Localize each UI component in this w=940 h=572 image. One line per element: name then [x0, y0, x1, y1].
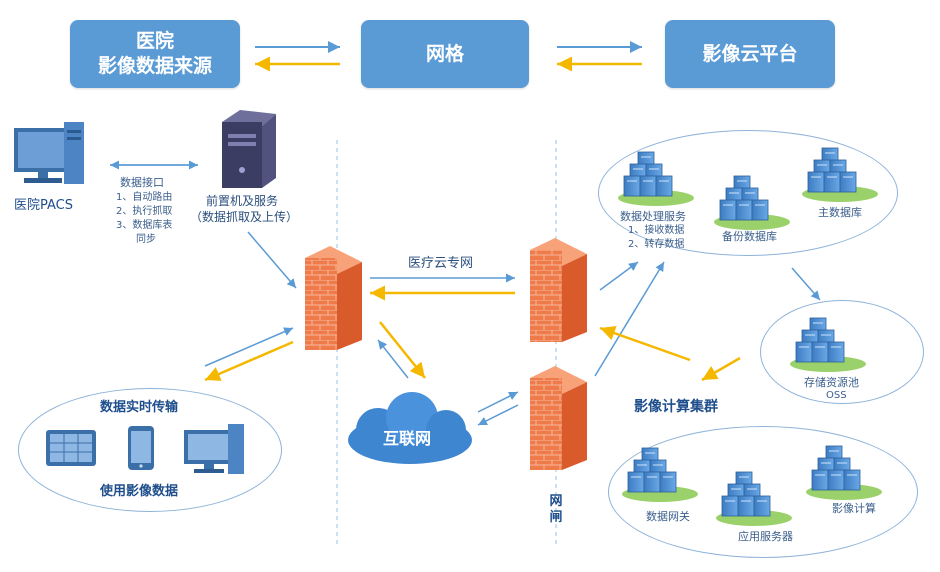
interface-title: 数据接口: [120, 176, 164, 189]
tablet-device-icon: [46, 430, 96, 466]
interface-item-2: 2、执行抓取: [116, 206, 173, 217]
arrow-devices-up: [204, 327, 294, 367]
gate-label: 网闸: [549, 494, 563, 525]
arrow-gate-to-services: [594, 261, 665, 377]
server-stack-main-db-icon: [802, 147, 878, 202]
pacs-label: 医院PACS: [14, 198, 74, 213]
arrow-to-data-services: [599, 261, 639, 291]
header-source-box: 医院 影像数据来源: [70, 20, 240, 88]
header-source-line1: 医院: [135, 30, 174, 52]
server-stack-data-service-icon: [618, 151, 694, 206]
header-source-line2: 影像数据来源: [97, 55, 212, 77]
header-grid-text: 网格: [425, 42, 464, 65]
front-server-label-1: 前置机及服务: [206, 194, 279, 208]
front-server-icon: [222, 110, 276, 188]
header-cloud-box: 影像云平台: [665, 20, 835, 88]
image-compute-label: 影像计算: [832, 502, 876, 515]
server-stack-backup-db-icon: [714, 175, 790, 230]
server-stack-app-server-icon: [716, 471, 792, 526]
phone-device-icon: [128, 426, 154, 470]
desktop-device-icon: [184, 424, 244, 474]
firewall-left-icon: [305, 246, 362, 350]
front-server-label-2: （数据抓取及上传）: [190, 210, 299, 224]
header-grid-box: 网格: [361, 20, 529, 88]
arrow-server-firewall: [247, 231, 297, 289]
arrow-storage-to-cluster: [701, 356, 741, 382]
data-gateway-label: 数据网关: [646, 510, 690, 523]
data-service-label: 数据处理服务: [620, 210, 686, 223]
app-server-label: 应用服务器: [738, 530, 793, 543]
oss-label: OSS: [826, 390, 847, 401]
server-stack-storage-pool-icon: [790, 317, 866, 372]
interface-item-4: 同步: [136, 234, 156, 245]
arrow-cluster-to-firewall: [599, 325, 691, 362]
data-service-item-2: 2、转存数据: [628, 239, 685, 250]
interface-item-3: 3、数据库表: [116, 220, 173, 231]
private-network-label: 医疗云专网: [408, 256, 474, 271]
server-stack-data-gateway-icon: [622, 447, 698, 502]
firewall-right-top-icon: [530, 238, 587, 342]
arrow-internet-up: [377, 339, 409, 379]
server-stack-image-compute-icon: [806, 445, 882, 500]
use-image-data-label: 使用影像数据: [100, 484, 179, 499]
header-cloud-text: 影像云平台: [702, 42, 798, 65]
backup-db-label: 备份数据库: [722, 230, 777, 243]
arrow-gate-left: [477, 404, 519, 426]
arrow-internet-down: [379, 321, 426, 379]
realtime-transfer-label: 数据实时传输: [100, 400, 179, 415]
storage-pool-label: 存储资源池: [804, 376, 859, 389]
firewall-gate-icon: [530, 366, 587, 470]
arrow-services-to-storage: [791, 267, 821, 301]
data-service-item-1: 1、接收数据: [628, 225, 685, 236]
compute-cluster-title: 影像计算集群: [634, 399, 718, 415]
internet-label: 互联网: [383, 429, 432, 448]
main-db-label: 主数据库: [818, 206, 862, 219]
interface-item-1: 1、自动路由: [116, 192, 173, 203]
internet-cloud-icon: [348, 392, 472, 464]
arrow-gate-right: [477, 391, 519, 413]
arrow-devices-down: [204, 340, 294, 382]
pacs-computer-icon: [14, 122, 84, 184]
